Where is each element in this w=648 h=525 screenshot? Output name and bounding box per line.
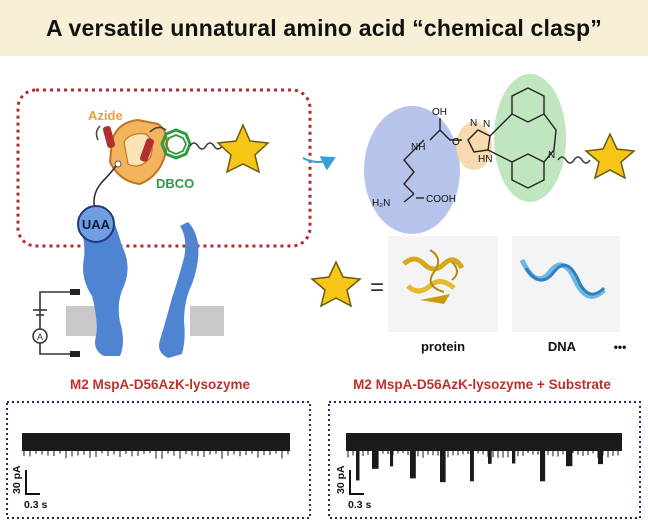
left-trace-panel: [6, 401, 311, 519]
uaa-residue: [77, 205, 115, 243]
product-linker-squiggle: [557, 156, 591, 164]
clasp-schematic: Azide DBCO: [16, 88, 312, 248]
chemical-structure: OH NH O H₂N COOH N N HN N: [364, 74, 636, 234]
dbco-ring-inner: [165, 134, 187, 155]
right-trace-events: [347, 451, 619, 483]
ether-o-label: O: [452, 137, 460, 148]
orange-highlight: [456, 122, 492, 170]
blockade-event: [372, 451, 379, 469]
blockade-event: [470, 451, 474, 482]
dbco-ring-outer: [160, 128, 192, 160]
legend-star-icon: [310, 260, 362, 308]
product-star-icon: [584, 132, 636, 180]
azide-label: Azide: [88, 108, 123, 123]
right-scale-current-label: 30 pA: [335, 465, 347, 494]
uaa-label: UAA: [82, 217, 111, 232]
pore-right-strand: [159, 222, 199, 358]
left-trace-spikes: [23, 451, 289, 459]
cargo-star-icon: [216, 123, 270, 174]
red-pin-right: [139, 138, 155, 162]
cooh-label: COOH: [426, 194, 456, 205]
title-band: [0, 0, 648, 56]
linker-squiggle: [189, 142, 223, 150]
blockade-event: [440, 451, 446, 483]
dna-label: DNA: [548, 339, 577, 354]
clasp-pin: [114, 160, 122, 168]
dbco-ring-bonds: [487, 113, 557, 163]
triazole-hn-label: HN: [478, 154, 492, 165]
membrane-left: [66, 306, 96, 336]
red-pin-left: [102, 126, 116, 148]
measurement-circuit: A: [32, 289, 80, 357]
dashed-highlight-box: [16, 88, 312, 248]
dbco-benzene-bottom: [511, 153, 545, 189]
circuit-wire: [39, 291, 78, 355]
reaction-arrow: [302, 156, 336, 171]
right-current-trace: [346, 433, 622, 451]
pore-left-strand: [78, 222, 128, 356]
dbco-label: DBCO: [156, 176, 194, 191]
triazole-n2-label: N: [483, 119, 490, 130]
oh-label: OH: [432, 107, 447, 118]
electrode-bottom: [70, 351, 80, 357]
ammeter-label: A: [37, 332, 43, 342]
membrane-right: [190, 306, 224, 336]
blockade-event: [356, 451, 360, 481]
blockade-event: [598, 451, 603, 465]
left-scale-time-label: 0.3 s: [24, 499, 48, 511]
blockade-event: [566, 451, 573, 467]
rotation-arrow-left: [95, 125, 101, 141]
left-current-trace: [22, 433, 290, 451]
right-trace-panel: [328, 401, 641, 519]
blockade-event: [512, 451, 516, 464]
more-ellipsis: •••: [614, 340, 627, 354]
protein-label: protein: [421, 339, 465, 354]
right-scale-time-label: 0.3 s: [348, 499, 372, 511]
equals-sign: =: [370, 274, 384, 301]
blockade-event: [540, 451, 546, 482]
blockade-event: [390, 451, 394, 467]
h2n-label: H₂N: [372, 198, 390, 209]
blockade-event: [488, 451, 492, 464]
dna-panel: [512, 236, 620, 332]
triazole-ring: [467, 129, 491, 153]
nanopore-schematic: UAA: [66, 205, 224, 358]
electrode-top: [70, 289, 80, 295]
ammeter-icon: [32, 328, 48, 344]
uaa-tether: [93, 165, 117, 213]
left-scale-bar: 30 pA 0.3 s: [11, 465, 48, 511]
protein-ribbon-icon: [402, 249, 465, 304]
dna-helix-icon: [519, 258, 606, 299]
nh-label: NH: [411, 142, 425, 153]
blockade-event: [410, 451, 416, 479]
lysine-alpha-bond: [403, 193, 415, 203]
rotation-arrow-right: [149, 126, 167, 133]
cargo-legend: = protein DNA •••: [310, 236, 627, 354]
figure-title: A versatile unnatural amino acid “chemic…: [45, 15, 603, 41]
lysine-chain: [403, 139, 425, 195]
dbco-n-label: N: [548, 150, 555, 161]
right-scale-bar: 30 pA 0.3 s: [335, 465, 372, 511]
triazole-n1-label: N: [470, 118, 477, 129]
right-trace-title: M2 MspA-D56AzK-lysozyme + Substrate: [353, 377, 611, 392]
left-scale-current-label: 30 pA: [11, 465, 23, 494]
left-trace-title: M2 MspA-D56AzK-lysozyme: [70, 377, 251, 392]
carbamate-linker: [429, 129, 462, 141]
